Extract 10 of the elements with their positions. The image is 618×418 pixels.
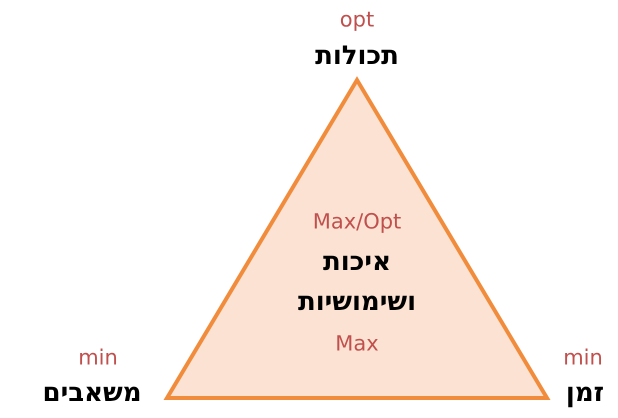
rating-label: Max: [335, 334, 379, 354]
rating-label: Max/Opt: [312, 212, 402, 232]
corner-title: איכות: [323, 249, 391, 275]
rating-label: opt: [340, 10, 374, 30]
corner-title: זמן: [566, 380, 604, 406]
corner-title: תכולות: [315, 43, 399, 69]
rating-label: min: [563, 348, 603, 368]
corner-title: ושימושיות: [298, 289, 416, 315]
rating-label: min: [78, 348, 118, 368]
corner-title: משאבים: [42, 380, 142, 406]
